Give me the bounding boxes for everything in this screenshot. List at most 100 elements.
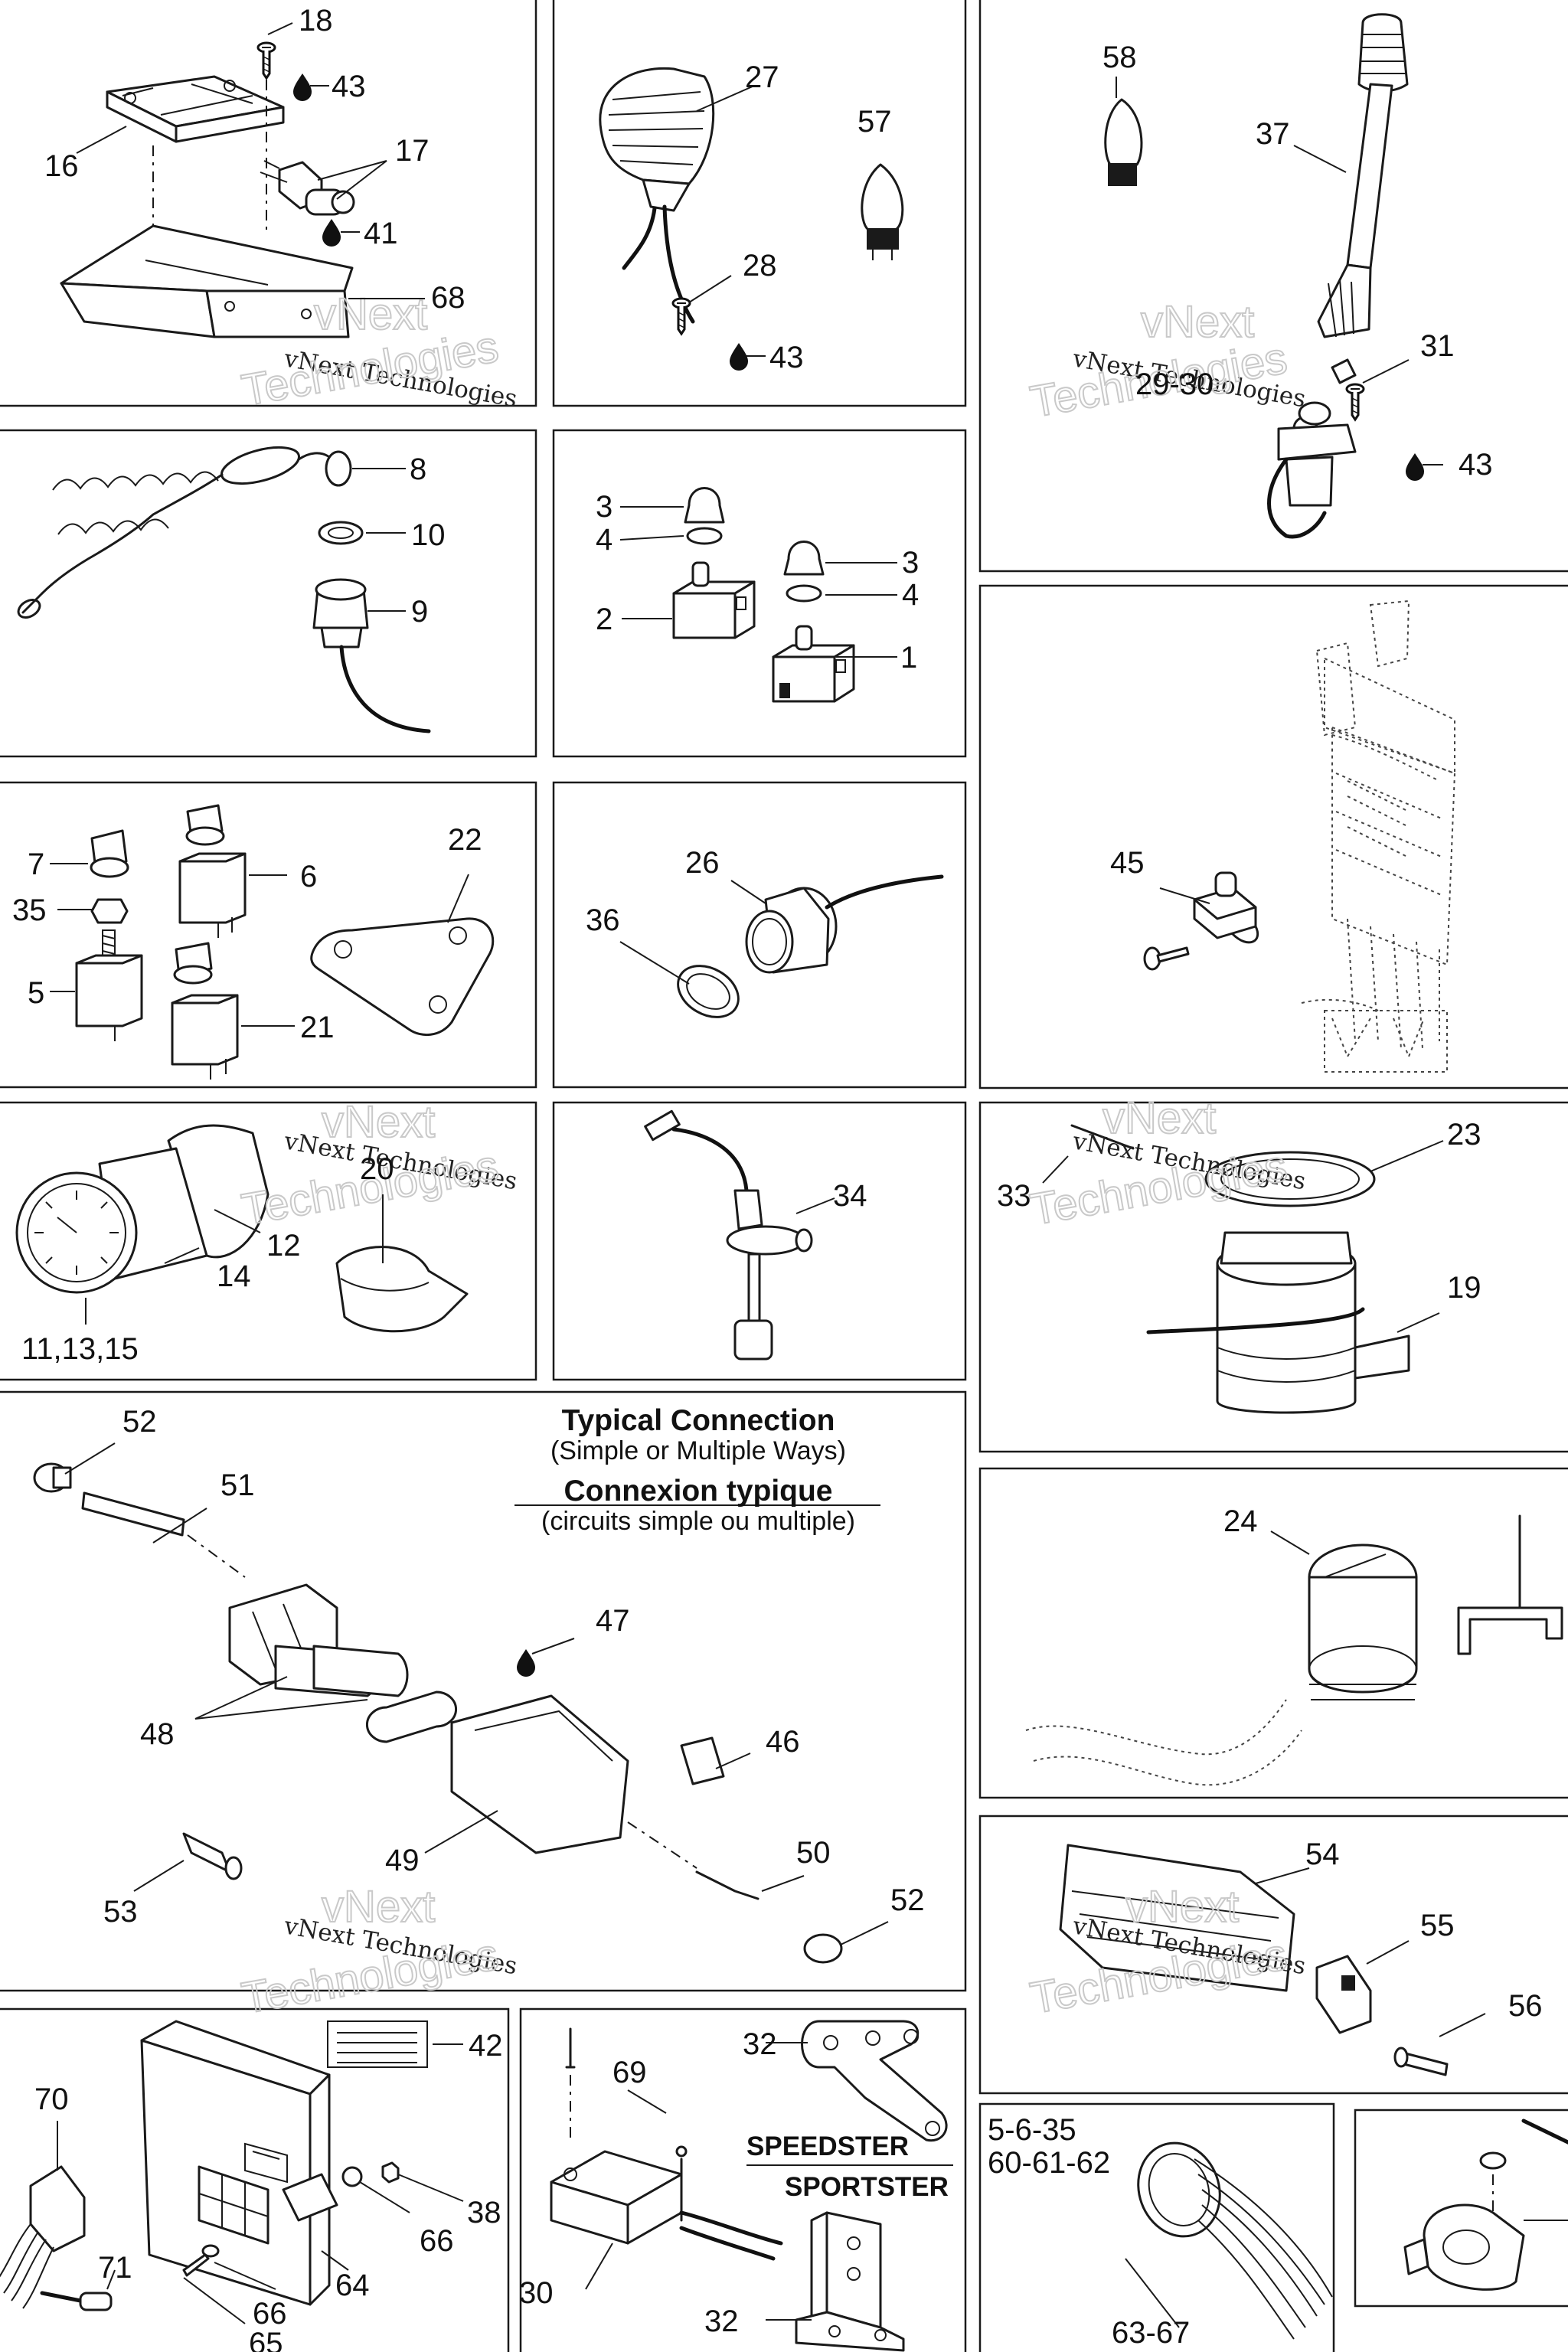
callout-46: 46 [766, 1725, 800, 1759]
callout-34: 34 [833, 1179, 867, 1213]
callout-58: 58 [1102, 41, 1137, 74]
callout-16: 16 [44, 149, 79, 183]
callout-27: 27 [745, 60, 779, 94]
callout-10: 10 [411, 518, 446, 552]
connector-kit [1059, 1844, 1449, 2076]
callout-28: 28 [743, 249, 777, 283]
callout-8: 8 [410, 452, 426, 486]
callout-5: 5 [28, 976, 44, 1010]
callout-14: 14 [217, 1259, 251, 1293]
callout-55: 55 [1420, 1909, 1455, 1942]
callout-54: 54 [1305, 1838, 1340, 1871]
callout-53: 53 [103, 1895, 138, 1929]
safety-lanyard [17, 446, 431, 733]
callout-37: 37 [1256, 117, 1290, 151]
callout-3: 3 [596, 490, 612, 524]
callout-36: 36 [586, 903, 620, 937]
callout-43: 43 [332, 70, 366, 103]
callout-60-61-62: 60-61-62 [988, 2146, 1110, 2180]
callout-70: 70 [34, 2082, 69, 2116]
control-box-outline [1301, 599, 1456, 1073]
throttle-lever [1267, 13, 1409, 539]
callout-32: 32 [704, 2305, 739, 2338]
callout-51: 51 [220, 1468, 255, 1502]
bilge-pump-19 [1070, 1124, 1410, 1414]
svg-text:vNext: vNext [1125, 1882, 1239, 1932]
heading-fr: Connexion typique [564, 1475, 833, 1508]
callout-45: 45 [1110, 846, 1145, 880]
callout-63-67: 63-67 [1112, 2316, 1190, 2350]
bulb-57 [861, 163, 904, 260]
callout-35: 35 [12, 893, 47, 927]
callout-7: 7 [28, 848, 44, 881]
callout-19: 19 [1447, 1271, 1481, 1305]
callout-22: 22 [448, 823, 482, 857]
push-switches [672, 487, 855, 703]
buzzer-26 [677, 874, 944, 1018]
callout-12: 12 [266, 1229, 301, 1263]
callout-43: 43 [1459, 448, 1493, 482]
callout-48: 48 [140, 1717, 175, 1751]
harness-clamp [1403, 2118, 1568, 2291]
callout-65: 65 [249, 2327, 283, 2352]
svg-text:vNext: vNext [322, 1097, 435, 1147]
callout-56: 56 [1508, 1989, 1543, 2023]
svg-text:vNext: vNext [322, 1882, 435, 1932]
bilge-pump-24 [1025, 1514, 1563, 1786]
callout-18: 18 [299, 4, 333, 38]
callout-6: 6 [300, 860, 317, 893]
callout-31: 31 [1420, 329, 1455, 363]
callout-66: 66 [420, 2224, 454, 2258]
callout-52: 52 [122, 1405, 157, 1439]
svg-text:vNext: vNext [314, 289, 427, 339]
model-sportster: SPORTSTER [785, 2172, 949, 2202]
callout-32: 32 [743, 2027, 777, 2061]
callout-49: 49 [385, 1844, 420, 1877]
callout-23: 23 [1447, 1118, 1481, 1152]
clamp-45 [1143, 871, 1259, 971]
callout-2: 2 [596, 603, 612, 636]
callout-labels: 18 43 16 17 41 68 27 57 28 43 58 37 31 2… [12, 4, 1543, 2352]
callout-26: 26 [685, 846, 720, 880]
subheading-fr: (circuits simple ou multiple) [541, 1507, 855, 1536]
leader-lines [50, 22, 1568, 2324]
connection-heading: Typical Connection (Simple or Multiple W… [541, 1404, 855, 1536]
callout-52: 52 [890, 1883, 925, 1917]
callout-64: 64 [335, 2269, 370, 2302]
callout-4: 4 [902, 578, 919, 612]
navigation-light [599, 67, 715, 335]
callout-41: 41 [364, 217, 398, 250]
callout-66: 66 [253, 2297, 287, 2331]
callout-20: 20 [360, 1152, 394, 1186]
subheading-en: (Simple or Multiple Ways) [550, 1436, 846, 1465]
fuel-sender-34 [644, 1109, 813, 1361]
callout-4: 4 [596, 523, 612, 557]
heading-en: Typical Connection [562, 1404, 835, 1437]
callout-5-6-35: 5-6-35 [988, 2113, 1076, 2147]
callout-47: 47 [596, 1604, 630, 1638]
model-labels: SPEEDSTER SPORTSTER [746, 2132, 949, 2202]
callout-11-13-15: 11,13,15 [21, 1332, 139, 1366]
bulb-58 [1104, 98, 1143, 186]
callout-38: 38 [467, 2196, 501, 2230]
callout-57: 57 [858, 105, 892, 139]
callout-21: 21 [300, 1011, 335, 1044]
callout-17: 17 [395, 134, 430, 168]
switch-mount-assembly [60, 41, 355, 338]
control-module [0, 2020, 428, 2311]
callout-43: 43 [769, 341, 804, 374]
callout-3: 3 [902, 546, 919, 580]
callout-50: 50 [796, 1836, 831, 1870]
callout-71: 71 [98, 2251, 132, 2285]
svg-text:vNext: vNext [1141, 297, 1254, 347]
callout-42: 42 [469, 2029, 503, 2063]
model-brackets [550, 2020, 948, 2352]
callout-24: 24 [1223, 1504, 1258, 1538]
callout-30: 30 [519, 2276, 554, 2310]
callout-69: 69 [612, 2056, 647, 2089]
rotary-switches [75, 804, 495, 1080]
callout-29-30: 29-30 [1135, 368, 1214, 401]
callout-33: 33 [997, 1179, 1031, 1213]
svg-text:vNext: vNext [1102, 1093, 1216, 1143]
